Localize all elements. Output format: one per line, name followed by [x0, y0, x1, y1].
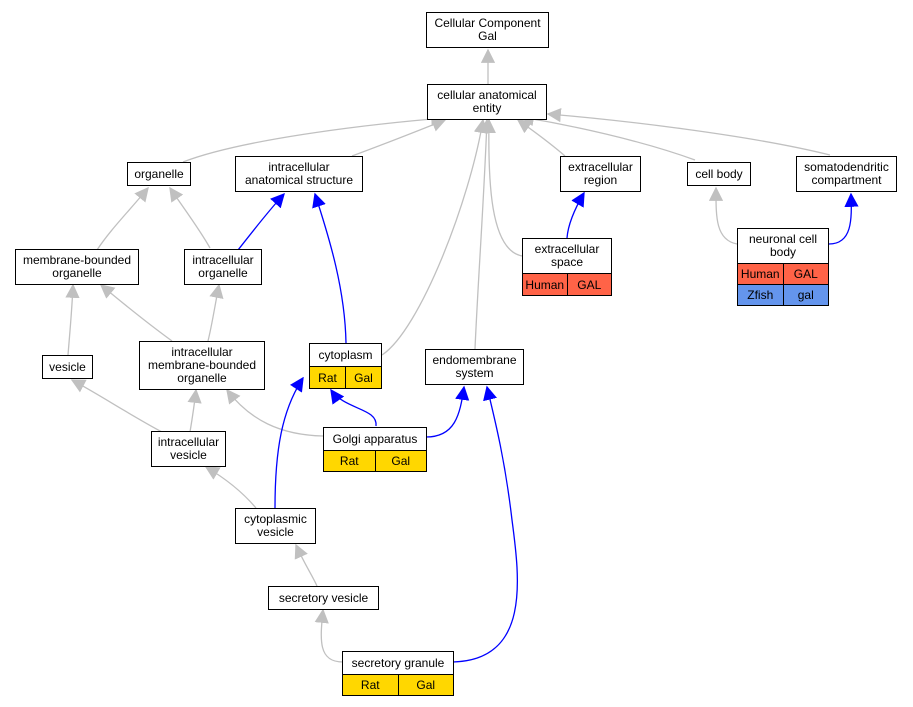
gene-tag: GAL: [566, 274, 611, 295]
node-label: extracellular space: [534, 242, 600, 269]
edge-somato-cae: [546, 107, 831, 156]
edge-golgi-endo: [425, 385, 470, 438]
node-label: intracellular membrane-bounded organelle: [147, 345, 257, 385]
node-secretory-vesicle[interactable]: secretory vesicle: [268, 586, 379, 610]
node-endomembrane-system[interactable]: endomembrane system: [425, 349, 524, 385]
species-tag: Rat: [343, 675, 398, 695]
node-label: cell body: [695, 166, 743, 181]
edge-exreg-cae: [516, 119, 566, 157]
annotation-row: Human GAL: [522, 274, 612, 296]
gene-tag: Gal: [374, 451, 426, 471]
node-intracellular-anatomical-structure[interactable]: intracellular anatomical structure: [235, 156, 363, 192]
node-extracellular-space[interactable]: extracellular space: [522, 238, 612, 274]
edge-imbo-io: [207, 283, 224, 342]
node-label: secretory granule: [351, 655, 445, 670]
edge-cellbody-cae: [519, 112, 696, 161]
gene-tag: GAL: [782, 264, 828, 284]
edge-io-ias: [237, 192, 285, 251]
annotation-row: Human GAL: [737, 264, 829, 285]
node-cytoplasm[interactable]: cytoplasm: [309, 343, 382, 367]
node-label: intracellular organelle: [192, 253, 254, 280]
edge-vesicle-mbo: [65, 283, 80, 356]
gene-tag: Gal: [345, 367, 381, 388]
node-intracellular-membrane-bounded-organelle[interactable]: intracellular membrane-bounded organelle: [139, 341, 265, 390]
gene-tag: gal: [782, 285, 828, 305]
node-label: Golgi apparatus: [332, 431, 418, 446]
node-label: extracellular region: [568, 160, 633, 187]
species-tag: Human: [738, 264, 783, 284]
node-label: vesicle: [49, 359, 86, 374]
node-intracellular-vesicle[interactable]: intracellular vesicle: [151, 431, 226, 467]
node-secretory-granule[interactable]: secretory granule: [342, 651, 454, 675]
edge-cytoplasm-ias: [312, 192, 347, 344]
edge-iv-imbo: [187, 388, 202, 433]
edge-iv-vesicle: [70, 379, 163, 433]
node-golgi-apparatus[interactable]: Golgi apparatus: [323, 427, 427, 451]
species-tag: Human: [523, 274, 567, 295]
edge-golgi-cytoplasm: [330, 388, 377, 427]
node-organelle[interactable]: organelle: [127, 162, 191, 186]
node-label: cytoplasmic vesicle: [244, 512, 307, 539]
edge-ias-cae: [351, 118, 447, 157]
species-tag: Zfish: [738, 285, 783, 305]
edge-mbo-organelle: [96, 186, 149, 251]
edge-organelle-cae: [182, 111, 446, 163]
node-label: membrane-bounded organelle: [22, 253, 132, 280]
edge-cytoplasm-cae: [381, 118, 488, 356]
annotation-row: Zfish gal: [737, 285, 829, 306]
node-extracellular-region[interactable]: extracellular region: [560, 156, 641, 192]
node-cell-body[interactable]: cell body: [687, 162, 751, 186]
node-label: cellular anatomical entity: [437, 88, 537, 115]
edge-imbo-mbo: [99, 284, 173, 342]
edge-endo-cae: [474, 118, 494, 350]
node-cytoplasmic-vesicle[interactable]: cytoplasmic vesicle: [235, 508, 316, 544]
edge-sv-cv: [294, 543, 318, 587]
edge-ncb-somato: [828, 192, 859, 245]
node-label: secretory vesicle: [278, 590, 369, 605]
node-label: somatodendritic compartment: [804, 160, 889, 187]
edge-sg-sv: [314, 608, 344, 663]
edge-cv-cytoplasm: [274, 376, 304, 509]
edge-golgi-imbo: [226, 388, 324, 437]
edge-cv-iv: [204, 466, 257, 509]
node-membrane-bounded-organelle[interactable]: membrane-bounded organelle: [15, 249, 139, 285]
node-label: cytoplasm: [318, 347, 373, 362]
node-cellular-component[interactable]: Cellular Component Gal: [426, 12, 549, 48]
node-somatodendritic-compartment[interactable]: somatodendritic compartment: [796, 156, 897, 192]
annotation-row: Rat Gal: [309, 367, 382, 389]
node-label: Cellular Component Gal: [434, 16, 541, 43]
node-intracellular-organelle[interactable]: intracellular organelle: [184, 249, 262, 285]
edge-ncb-cellbody: [708, 186, 738, 245]
node-label: organelle: [134, 166, 184, 181]
node-label: intracellular vesicle: [157, 435, 220, 462]
edge-exspace-cae: [481, 118, 523, 257]
annotation-row: Rat Gal: [323, 451, 427, 472]
node-cellular-anatomical-entity[interactable]: cellular anatomical entity: [427, 84, 547, 120]
annotation-row: Rat Gal: [342, 675, 454, 696]
species-tag: Rat: [310, 367, 345, 388]
node-vesicle[interactable]: vesicle: [42, 355, 93, 379]
edge-sg-endo: [452, 385, 519, 663]
node-label: neuronal cell body: [748, 232, 818, 259]
gene-tag: Gal: [397, 675, 453, 695]
node-label: endomembrane system: [432, 353, 517, 380]
species-tag: Rat: [324, 451, 375, 471]
edge-io-organelle: [169, 186, 211, 249]
edge-exspace-exreg: [566, 191, 585, 239]
node-neuronal-cell-body[interactable]: neuronal cell body: [737, 228, 829, 264]
node-label: intracellular anatomical structure: [244, 160, 354, 187]
